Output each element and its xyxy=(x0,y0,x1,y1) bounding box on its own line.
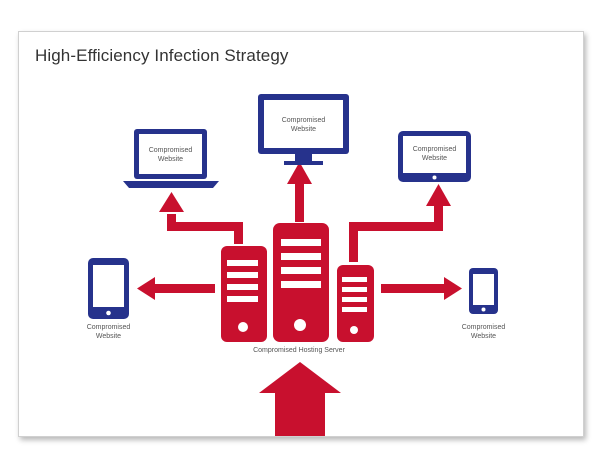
monitor-label-line1: Compromised xyxy=(282,117,326,124)
tablet-label-line2: Website xyxy=(96,333,121,340)
laptop-label-line2: Website xyxy=(158,156,183,163)
tablet-label-line1: Compromised xyxy=(87,324,131,331)
page-title: High-Efficiency Infection Strategy xyxy=(35,46,289,65)
big-up-arrow-icon xyxy=(259,362,341,436)
arrow-up-left-icon xyxy=(159,192,243,244)
server-left-icon xyxy=(221,246,267,342)
tablet-landscape-label-line1: Compromised xyxy=(413,146,457,153)
tablet-landscape-icon xyxy=(398,131,471,182)
phone-label-line2: Website xyxy=(471,333,496,340)
laptop-label-line1: Compromised xyxy=(149,147,193,154)
phone-icon xyxy=(469,268,498,314)
tablet-icon xyxy=(88,258,129,319)
tablet-landscape-label-line2: Website xyxy=(422,155,447,162)
arrow-up-right-icon xyxy=(349,184,451,262)
server-label: Compromised Hosting Server xyxy=(253,347,345,354)
monitor-icon xyxy=(258,94,349,165)
monitor-label-line2: Website xyxy=(291,126,316,133)
arrow-right-icon xyxy=(381,277,462,300)
diagram-card: High-Efficiency Infection Strategy xyxy=(18,31,584,437)
server-center-icon xyxy=(273,223,329,342)
server-right-icon xyxy=(337,265,374,342)
arrow-left-icon xyxy=(137,277,215,300)
laptop-icon xyxy=(123,129,219,188)
diagram-canvas: Compromised Website Compromised Website … xyxy=(87,94,506,436)
phone-label-line1: Compromised xyxy=(462,324,506,331)
arrow-up-icon xyxy=(287,162,312,222)
